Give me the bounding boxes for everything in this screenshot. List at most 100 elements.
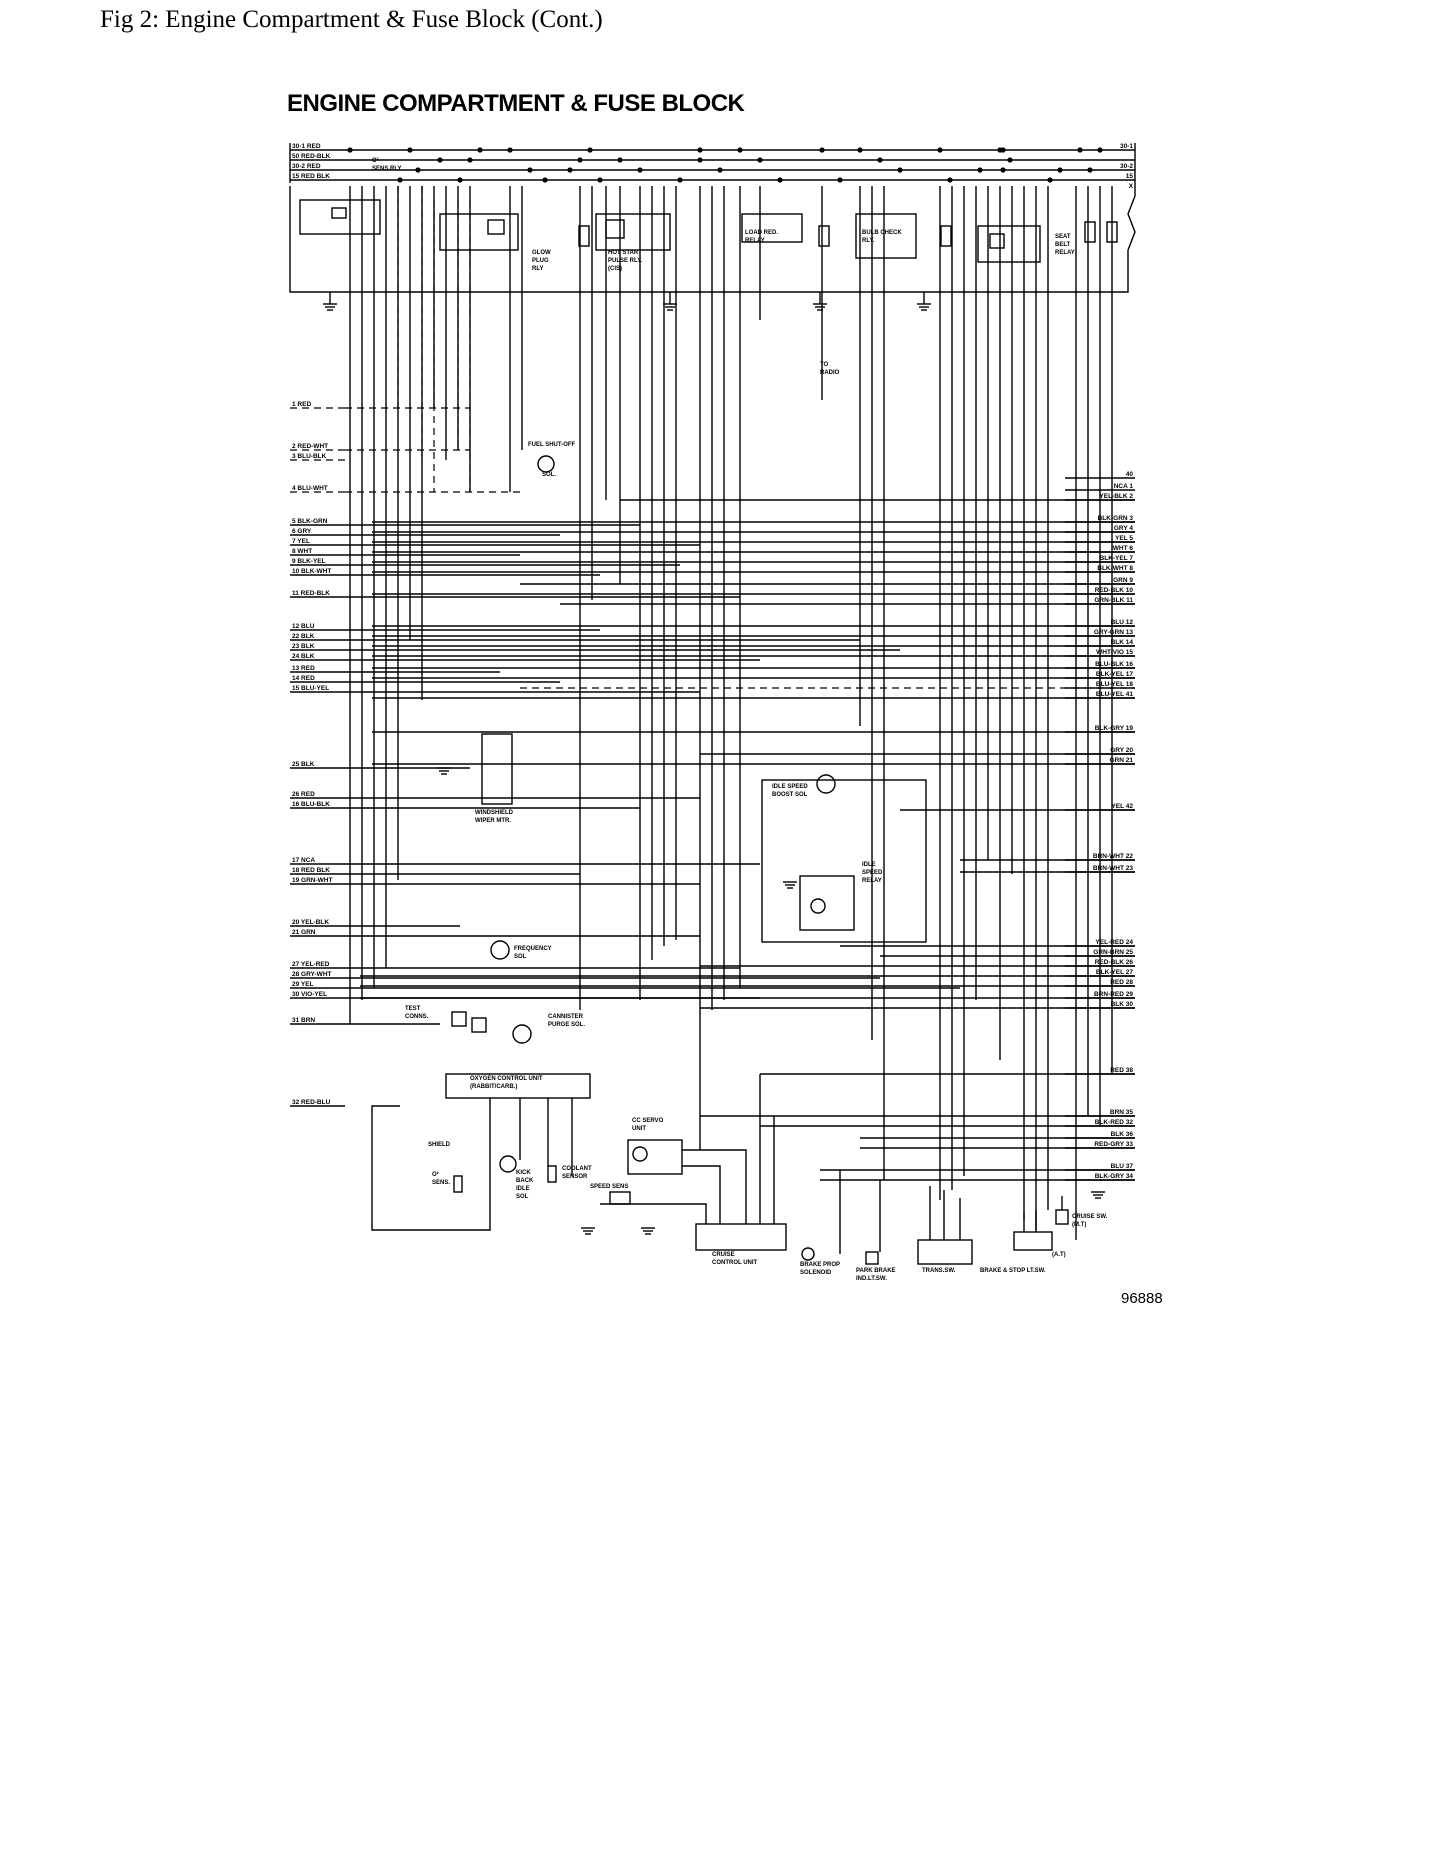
- junction-dot: [415, 167, 421, 173]
- fuse-symbol: [578, 225, 590, 247]
- right-terminal-label: RED-BLK 26: [1095, 959, 1134, 966]
- junction-dot: [947, 177, 953, 183]
- speed-sensor: [609, 1191, 631, 1205]
- right-terminal-label: YEL-BLK 2: [1099, 493, 1133, 500]
- left-terminal-label: 29 YEL: [292, 981, 314, 988]
- junction-dots: [347, 147, 1103, 183]
- left-terminal-label: 7 YEL: [292, 538, 310, 545]
- component-label: WIPER MTR.: [475, 818, 511, 824]
- component-label: (RABBIT/CARB.): [470, 1084, 517, 1090]
- junction-dot: [597, 177, 603, 183]
- left-terminal-label: 15 RED BLK: [292, 173, 330, 180]
- right-terminal-label: BLK-GRY 19: [1095, 725, 1134, 732]
- right-terminal-label: BLK-YEL 17: [1096, 671, 1133, 678]
- junction-dot: [737, 147, 743, 153]
- component-label: CONTROL UNIT: [712, 1260, 758, 1266]
- component-label: IND.LT.SW.: [856, 1276, 887, 1282]
- cruise-switch: [1055, 1209, 1069, 1225]
- component-label: OXYGEN CONTROL UNIT: [470, 1076, 543, 1082]
- junction-dot: [467, 157, 473, 163]
- left-terminal-label: 25 BLK: [292, 761, 315, 768]
- right-terminal-label: BLK 30: [1111, 1001, 1134, 1008]
- right-terminal-label: GRY-GRN 13: [1094, 629, 1134, 636]
- junction-dot: [1000, 167, 1006, 173]
- right-terminal-label: BRN-WHT 23: [1093, 865, 1133, 872]
- component-label: GLOW: [532, 250, 551, 256]
- left-terminal-label: 15 BLU-YEL: [292, 685, 329, 692]
- junction-dot: [877, 157, 883, 163]
- component-label: BULB CHECK: [862, 230, 902, 236]
- fuse-symbol: [940, 225, 952, 247]
- junction-dot: [977, 167, 983, 173]
- component-label: CANNISTER: [548, 1014, 584, 1020]
- component-label: SPEED SENS: [590, 1184, 628, 1190]
- wire: [371, 1098, 491, 1231]
- right-terminal-label: X: [1129, 183, 1134, 190]
- junction-dot: [637, 167, 643, 173]
- component-label: FUEL SHUT-OFF: [528, 442, 576, 448]
- component-label: RLY.: [862, 238, 875, 244]
- left-terminal-label: 16 BLU-BLK: [292, 801, 330, 808]
- junction-dot: [717, 167, 723, 173]
- left-terminal-label: 5 BLK-GRN: [292, 518, 328, 525]
- left-terminal-label: 9 BLK-YEL: [292, 558, 326, 565]
- junction-dot: [697, 157, 703, 163]
- component-label: O²: [432, 1171, 439, 1178]
- idle-speed-relay: [799, 875, 855, 931]
- left-terminal-label: 32 RED-BLU: [292, 1099, 331, 1106]
- right-terminal-label: BRN 35: [1110, 1109, 1134, 1116]
- component-label: RLY: [532, 266, 543, 272]
- left-terminal-label: 11 RED-BLK: [292, 590, 330, 597]
- o2-sens-relay-box: [299, 199, 381, 235]
- relay-coil: [487, 219, 505, 235]
- left-terminal-label: 26 RED: [292, 791, 315, 798]
- relay-coil: [989, 233, 1005, 249]
- glow-plug-relay-box: [439, 213, 519, 251]
- fuse-symbol: [1084, 221, 1096, 243]
- junction-dot: [457, 177, 463, 183]
- component-label: RELAY: [745, 238, 765, 244]
- left-terminal-label: 14 RED: [292, 675, 315, 682]
- right-terminal-label: BLU 12: [1111, 619, 1134, 626]
- component-label: BRAKE PROP: [800, 1262, 840, 1268]
- component-label: RELAY: [1055, 250, 1075, 256]
- right-terminal-label: 15: [1126, 173, 1134, 180]
- component-label: TO: [820, 362, 829, 368]
- right-terminal-label: BLK-RED 32: [1095, 1119, 1134, 1126]
- bulb-check-relay-box: [855, 213, 917, 259]
- right-terminal-label: RED 28: [1110, 979, 1133, 986]
- right-terminal-label: YEL 42: [1111, 803, 1133, 810]
- left-terminal-label: 28 GRY-WHT: [292, 971, 332, 978]
- cannister-purge-sol: [512, 1024, 532, 1044]
- right-terminal-label: WHT-VIO 15: [1096, 649, 1133, 656]
- component-label: FREQUENCY: [514, 946, 552, 952]
- load-red-relay-box: [741, 213, 803, 243]
- junction-dot: [1007, 157, 1013, 163]
- component-label: PARK BRAKE: [856, 1268, 896, 1274]
- right-terminal-label: NCA 1: [1114, 483, 1134, 490]
- junction-dot: [347, 147, 353, 153]
- dashed-wire-group: [290, 186, 1135, 689]
- o2-sensor: [453, 1175, 463, 1193]
- junction-dot: [1077, 147, 1083, 153]
- junction-dot: [407, 147, 413, 153]
- idle-boost-sol: [816, 774, 836, 794]
- component-label: (M.T): [1072, 1222, 1086, 1228]
- component-label: IDLE: [516, 1186, 530, 1192]
- left-terminal-label: 2 RED-WHT: [292, 443, 328, 450]
- left-terminal-label: 3 BLU-BLK: [292, 453, 327, 460]
- figure-caption: Fig 2: Engine Compartment & Fuse Block (…: [100, 6, 603, 33]
- right-terminal-label: BLK-WHT 8: [1097, 565, 1133, 572]
- junction-dot: [819, 147, 825, 153]
- right-terminal-label: GRY 20: [1110, 747, 1133, 754]
- component-label: LOAD RED.: [745, 230, 778, 236]
- cc-servo-unit: [627, 1139, 683, 1175]
- left-terminal-label: 30-1 RED: [292, 143, 321, 150]
- junction-dot: [527, 167, 533, 173]
- junction-dot: [542, 177, 548, 183]
- left-terminal-label: 12 BLU: [292, 623, 315, 630]
- right-terminal-label: BRN-RED 29: [1094, 991, 1133, 998]
- component-label: SHIELD: [428, 1142, 451, 1148]
- component-label: HOT START: [608, 250, 642, 256]
